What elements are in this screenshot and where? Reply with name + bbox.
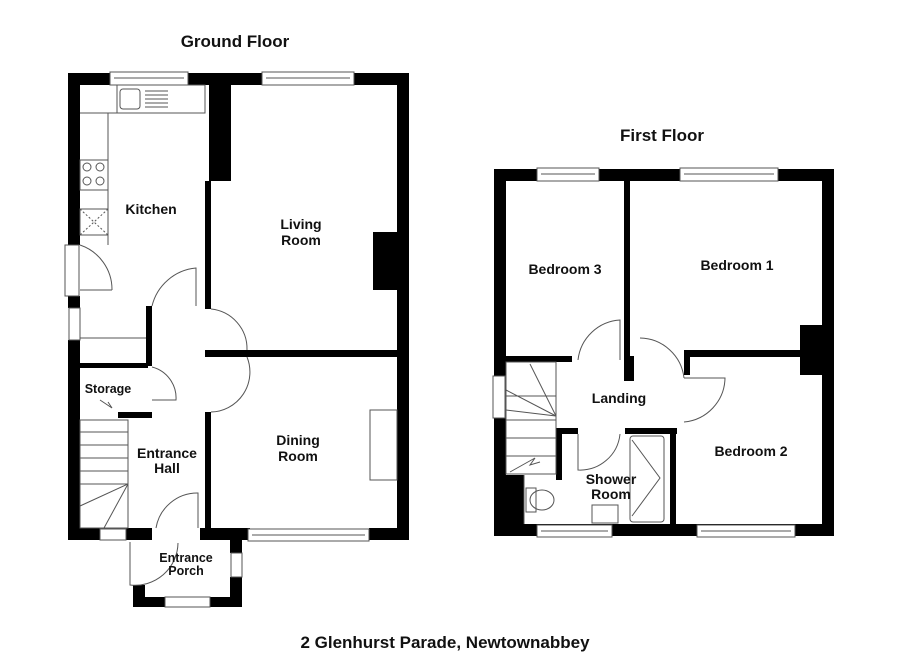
property-address: 2 Glenhurst Parade, Newtownabbey xyxy=(300,633,590,652)
room-label-entrance-porch-line2: Porch xyxy=(168,564,203,578)
room-label-shower-room-line2: Room xyxy=(591,486,631,502)
room-label-dining-room-line1: Dining xyxy=(276,432,320,448)
first-floor-title: First Floor xyxy=(620,126,704,145)
ground-floor-plan: Ground Floor xyxy=(64,32,409,608)
room-label-landing: Landing xyxy=(592,390,646,406)
room-label-entrance-hall-line2: Hall xyxy=(154,460,180,476)
room-label-living-room-line2: Room xyxy=(281,232,321,248)
room-label-storage: Storage xyxy=(85,382,132,396)
room-label-entrance-porch-line1: Entrance xyxy=(159,551,213,565)
room-label-bedroom-2: Bedroom 2 xyxy=(714,443,787,459)
room-label-living-room-line1: Living xyxy=(280,216,321,232)
ground-floor-title: Ground Floor xyxy=(181,32,290,51)
room-label-kitchen: Kitchen xyxy=(125,201,176,217)
room-label-bedroom-1: Bedroom 1 xyxy=(700,257,773,273)
room-label-bedroom-3: Bedroom 3 xyxy=(528,261,601,277)
room-label-dining-room-line2: Room xyxy=(278,448,318,464)
room-label-entrance-hall-line1: Entrance xyxy=(137,445,197,461)
first-floor-plan: First Floor xyxy=(492,126,834,538)
room-label-shower-room-line1: Shower xyxy=(586,471,637,487)
